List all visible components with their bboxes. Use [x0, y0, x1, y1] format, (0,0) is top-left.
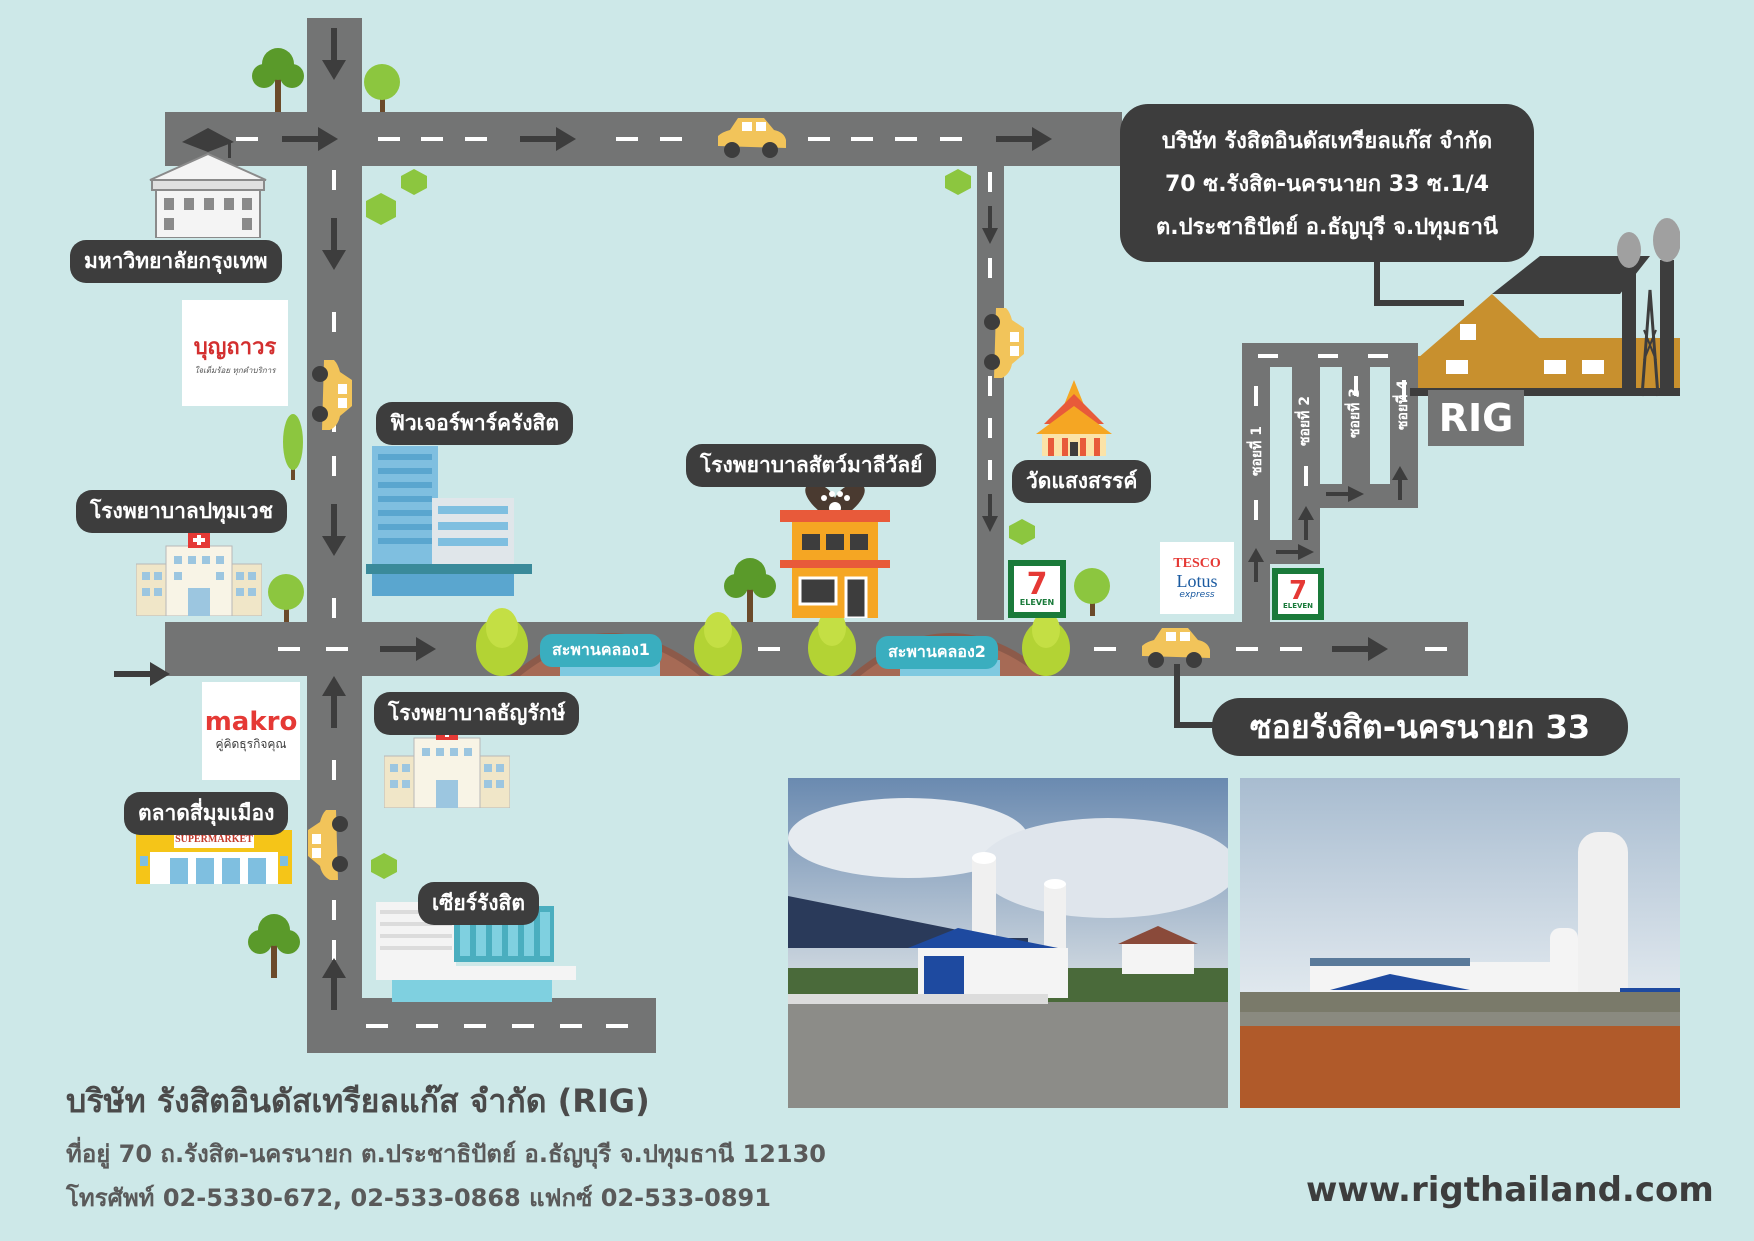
shrub-icon [1009, 519, 1035, 545]
future-park-building-icon [366, 446, 532, 596]
car-icon [718, 118, 786, 158]
bush-icon [808, 610, 856, 676]
tree-icon [248, 914, 300, 978]
factory-photo-2 [1240, 778, 1680, 1108]
company-address-box: บริษัท รังสิตอินดัสเทรียลแก๊ส จำกัด 70 ซ… [1120, 104, 1534, 262]
bush-icon [476, 608, 528, 676]
tree-icon [283, 414, 303, 480]
company-box-line3: ต.ประชาธิปัตย์ อ.ธัญบุรี จ.ปทุมธานี [1156, 214, 1498, 240]
tree-icon [1074, 568, 1110, 616]
bridge-1-label: สะพานคลอง1 [540, 634, 662, 667]
photo-1-image [788, 778, 1228, 1108]
animal-hospital-building-icon [780, 483, 890, 618]
temple-icon [1036, 380, 1112, 456]
car-icon [984, 308, 1024, 378]
tree-icon [268, 574, 304, 622]
shrub-icon [371, 853, 397, 879]
rig-factory-icon [1410, 218, 1680, 397]
makro-logo: makro คู่คิดธุรกิจคุณ [202, 682, 300, 780]
tree-icon [252, 48, 304, 112]
soi-label-1: ซอยที่ 1 [1249, 426, 1265, 476]
hospital-icon [384, 724, 510, 808]
label-university: มหาวิทยาลัยกรุงเทพ [70, 240, 282, 283]
seven-eleven-logo: 7 ELEVEN [1272, 568, 1324, 620]
bush-icon [694, 612, 742, 676]
car-icon [308, 810, 348, 880]
supermarket-building-icon [136, 830, 292, 884]
label-animal-hospital: โรงพยาบาลสัตว์มาลีวัลย์ [686, 444, 937, 487]
company-box-line2: 70 ซ.รังสิต-นครนายก 33 ซ.1/4 [1164, 171, 1490, 197]
label-hospital-pathumvech: โรงพยาบาลปทุมเวช [76, 490, 287, 533]
rig-sign: RIG [1428, 390, 1524, 446]
label-wat: วัดแสงสรรค์ [1012, 460, 1152, 503]
connector-line [1374, 300, 1464, 306]
connector-line [1374, 262, 1380, 306]
footer-title: บริษัท รังสิตอินดัสเทรียลแก๊ส จำกัด (RIG… [66, 1082, 650, 1120]
shrub-icon [945, 169, 971, 195]
soi-label-2: ซอยที่ 2 [1297, 396, 1313, 446]
soi-4 [1390, 343, 1418, 508]
bridge-2-label: สะพานคลอง2 [876, 636, 998, 669]
footer-website[interactable]: www.rigthailand.com [1306, 1170, 1714, 1210]
tree-icon [724, 558, 776, 622]
tree-icon [364, 64, 400, 112]
connector-line [1174, 664, 1180, 728]
connector-line [1174, 722, 1214, 728]
bush-icon [1022, 612, 1070, 676]
supermarket-sign: SUPERMARKET [175, 834, 253, 845]
label-zeer: เซียร์รังสิต [418, 882, 540, 925]
hospital-icon [136, 532, 262, 616]
university-building-icon [149, 128, 267, 238]
company-box-line1: บริษัท รังสิตอินดัสเทรียลแก๊ส จำกัด [1161, 128, 1493, 154]
shrub-icon [366, 193, 396, 225]
soi-3 [1342, 343, 1370, 508]
label-future-park: ฟิวเจอร์พาร์ครังสิต [376, 402, 573, 445]
tesco-lotus-logo: TESCO Lotus express [1160, 542, 1234, 614]
shrub-icon [401, 169, 427, 195]
label-soi-main: ซอยรังสิต-นครนายก 33 [1212, 698, 1628, 756]
photo-2-image [1240, 778, 1680, 1108]
boonthavorn-logo: บุญถาวร ใจเต็มร้อย ทุกคำบริการ [182, 300, 288, 406]
car-icon [312, 360, 352, 430]
soi-label-4: ซอยที่ 4 [1395, 380, 1411, 430]
soi-label-3: ซอยที่ 3 [1347, 388, 1363, 438]
seven-eleven-logo: 7 ELEVEN [1008, 560, 1066, 618]
factory-photo-1 [788, 778, 1228, 1108]
car-icon [1142, 628, 1210, 668]
label-hospital-thanyarak: โรงพยาบาลธัญรักษ์ [374, 692, 580, 735]
label-market: ตลาดสี่มุมเมือง [124, 792, 289, 835]
footer-address: ที่อยู่ 70 ถ.รังสิต-นครนายก ต.ประชาธิปัต… [66, 1140, 826, 1168]
footer-phone: โทรศัพท์ 02-5330-672, 02-533-0868 แฟกซ์ … [66, 1184, 771, 1212]
